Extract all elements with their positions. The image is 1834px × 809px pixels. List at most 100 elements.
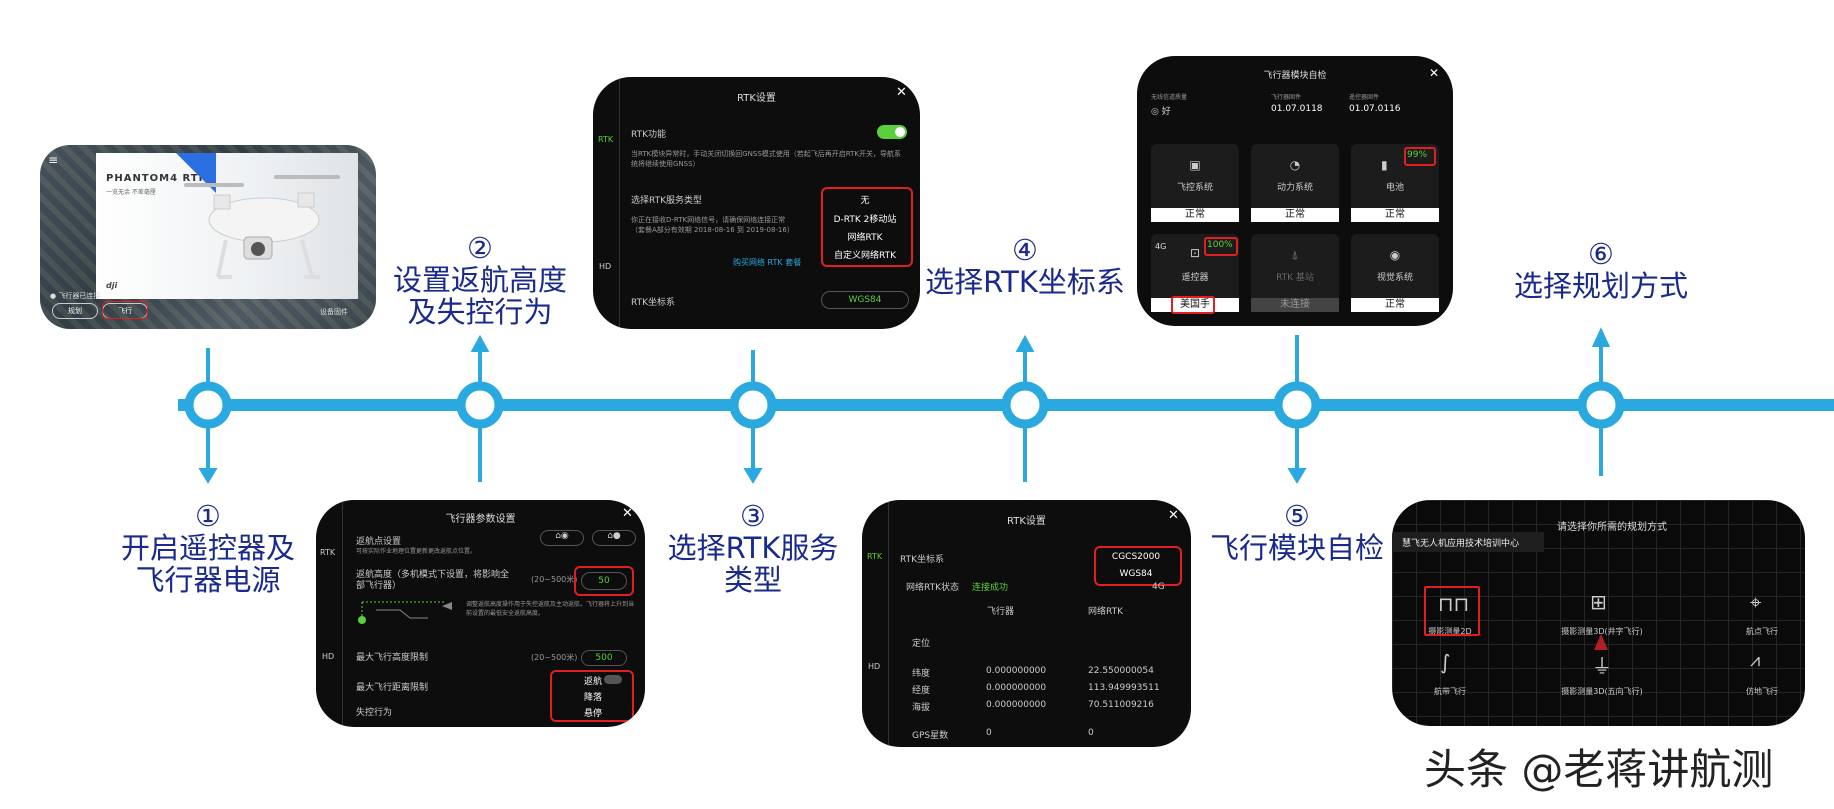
- battery-badge-highlight: [1404, 147, 1436, 166]
- tile-status: 正常: [1351, 208, 1439, 222]
- coord-options-highlight: [1094, 546, 1182, 586]
- network-status-value: 连接成功: [972, 583, 1009, 593]
- close-icon[interactable]: ✕: [896, 85, 907, 100]
- step-4-label: ④ 选择RTK坐标系: [925, 233, 1125, 299]
- coord-system-label: RTK坐标系: [631, 298, 675, 308]
- row-alt-label: 海拔: [912, 703, 931, 713]
- home-point-label: 返航点设置: [356, 537, 402, 547]
- screenshot-module-selfcheck: 飞行器模块自检 ✕ 无线信道质量 ◎ 好 飞行器固件 01.07.0118 遥控…: [1137, 56, 1453, 326]
- side-tab-rtk[interactable]: RTK: [867, 552, 883, 561]
- antenna-icon: ⍋: [1291, 248, 1299, 262]
- row-lat-aircraft: 0.000000000: [986, 666, 1047, 676]
- row-lat-rtk: 22.550000054: [1088, 666, 1154, 676]
- remote-badge-highlight: [1204, 237, 1238, 256]
- side-tab-hd[interactable]: HD: [599, 262, 612, 271]
- chip-icon: ▣: [1189, 158, 1201, 172]
- side-tab-hd[interactable]: HD: [868, 662, 881, 671]
- option-rth[interactable]: 返航: [584, 677, 603, 687]
- battery-icon: ▮: [1381, 158, 1388, 172]
- tile-vision[interactable]: ◉ 视觉系统 正常: [1351, 234, 1439, 312]
- option-land[interactable]: 降落: [584, 693, 603, 703]
- timeline-node-4: [1001, 381, 1049, 429]
- service-option-network-rtk[interactable]: 网络RTK: [847, 233, 883, 243]
- tile-label: 视觉系统: [1376, 273, 1413, 283]
- rtk-title: RTK设置: [1007, 516, 1046, 527]
- gauge-icon: ◔: [1289, 158, 1301, 172]
- rtk-title: RTK设置: [737, 93, 776, 104]
- rtk-function-desc: 当RTK模块异常时，手动关闭切换回GNSS模式使用（若起飞后再开启RTK开关，导…: [631, 150, 901, 168]
- terrain-icon: ⩘: [1750, 650, 1761, 671]
- plan-option-label: 航点飞行: [1746, 627, 1778, 636]
- row-lon-aircraft: 0.000000000: [986, 683, 1047, 693]
- option-hover[interactable]: 悬停: [584, 709, 603, 719]
- step-3-label: ③ 选择RTK服务 类型: [667, 499, 839, 597]
- tile-status: 正常: [1151, 208, 1239, 222]
- planning-title: 请选择你所需的规划方式: [1557, 522, 1667, 533]
- plan-option-3d-grid[interactable]: ⊞ 摄影测量3D(井字飞行): [1542, 590, 1662, 640]
- rth-altitude-input[interactable]: 50: [581, 572, 627, 590]
- side-tab-hd[interactable]: HD: [322, 652, 335, 661]
- step-1-label: ① 开启遥控器及 飞行器电源: [120, 499, 295, 597]
- close-icon[interactable]: ✕: [622, 506, 633, 521]
- tile-propulsion[interactable]: ◔ 动力系统 正常: [1251, 144, 1339, 222]
- plan-option-3d-oblique[interactable]: ⏚ 摄影测量3D(五向飞行): [1542, 634, 1662, 700]
- side-tab-rtk[interactable]: RTK: [598, 135, 614, 144]
- plan-2d-highlight: [1424, 586, 1480, 636]
- watermark: 头条 @老蒋讲航测: [1424, 745, 1774, 794]
- menu-icon[interactable]: ≡: [48, 153, 59, 167]
- coord-system-select[interactable]: WGS84: [821, 291, 909, 309]
- red-cursor-icon: [1594, 634, 1608, 650]
- side-tabs: RTK HD: [593, 77, 620, 329]
- plan-button[interactable]: 规划: [52, 303, 98, 319]
- tile-status: 正常: [1351, 298, 1439, 312]
- lost-action-highlight: [550, 670, 634, 722]
- toggle-switch[interactable]: [604, 675, 622, 684]
- home-point-remote-button[interactable]: ⌂●: [592, 530, 636, 546]
- lost-action-label: 失控行为: [356, 708, 393, 718]
- side-tab-rtk[interactable]: RTK: [320, 548, 336, 557]
- close-icon[interactable]: ✕: [1168, 508, 1179, 523]
- plan-option-strip[interactable]: ∫ 航带飞行: [1422, 650, 1478, 700]
- rtk-toggle[interactable]: [877, 125, 907, 139]
- tile-battery[interactable]: ▮ 99% 电池 正常: [1351, 144, 1439, 222]
- waypoint-icon: ⌖: [1750, 590, 1762, 614]
- screenshot-aircraft-params: 飞行器参数设置 ✕ RTK HD 返航点设置 可按实际作业地理位置更新更改返航点…: [316, 500, 645, 727]
- tile-flight-control[interactable]: ▣ 飞控系统 正常: [1151, 144, 1239, 222]
- coord-option-cgcs2000[interactable]: CGCS2000: [1111, 552, 1161, 562]
- tile-label: 遥控器: [1181, 273, 1209, 283]
- service-option-none[interactable]: 无: [860, 196, 870, 206]
- product-brand: PHANTOM4 RTK: [106, 173, 208, 184]
- rth-altitude-label: 返航高度（多机模式下设置，将影响全部飞行器）: [356, 570, 510, 591]
- tile-label: 飞控系统: [1176, 183, 1213, 193]
- rth-altitude-range: (20~500米): [531, 575, 578, 584]
- home-point-aircraft-button[interactable]: ⌂◉: [540, 530, 584, 546]
- service-options-highlight: [821, 187, 913, 267]
- plan-option-waypoint[interactable]: ⌖ 航点飞行: [1732, 590, 1792, 640]
- coord-system-label: RTK坐标系: [900, 555, 944, 565]
- coord-option-wgs84[interactable]: WGS84: [1119, 569, 1153, 579]
- network-status-label: 网络RTK状态: [906, 583, 959, 593]
- tile-rtk-base[interactable]: ⍋ RTK 基站 未连接: [1251, 234, 1339, 312]
- tile-status: 正常: [1251, 208, 1339, 222]
- home-point-desc: 可按实际作业地理位置更新更改返航点位置。: [356, 548, 477, 555]
- service-option-drtk2[interactable]: D-RTK 2移动站: [833, 215, 897, 225]
- plan-option-2d[interactable]: ⊓⊓ 摄影测量2D: [1422, 590, 1478, 640]
- strip-flight-icon: ∫: [1440, 650, 1451, 674]
- plan-option-terrain[interactable]: ⩘ 仿地飞行: [1732, 650, 1792, 700]
- oblique-icon: ⏚: [1592, 654, 1612, 678]
- tile-remote-controller[interactable]: 4G ⊡ 100% 遥控器 美国手: [1151, 234, 1239, 314]
- tile-status: 未连接: [1251, 298, 1339, 312]
- row-gps-aircraft: 0: [986, 728, 992, 738]
- remote-icon: ⊡: [1189, 246, 1201, 260]
- tile-label: 电池: [1385, 183, 1404, 193]
- close-icon[interactable]: ✕: [1429, 66, 1440, 80]
- product-tagline: 一览无余 不差毫厘: [106, 189, 156, 196]
- service-option-custom[interactable]: 自定义网络RTK: [834, 251, 896, 261]
- plan-option-label: 仿地飞行: [1746, 687, 1778, 696]
- firmware-link[interactable]: 设备固件: [320, 308, 348, 316]
- product-panel: PHANTOM4 RTK 一览无余 不差毫厘 dji: [96, 153, 358, 299]
- buy-rtk-link[interactable]: 购买网络 RTK 套餐: [733, 258, 802, 267]
- plan-option-label: 航带飞行: [1434, 687, 1466, 696]
- max-altitude-input[interactable]: 500: [581, 650, 627, 666]
